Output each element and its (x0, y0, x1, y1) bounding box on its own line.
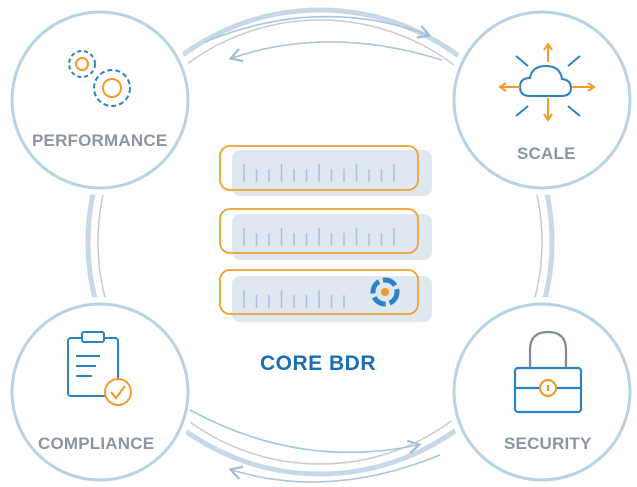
bdr-logo-icon (370, 277, 400, 307)
outer-ring (85, 7, 555, 477)
arrow-bottom-left (228, 454, 441, 483)
security-node (452, 302, 632, 482)
arrow-top-left (228, 41, 443, 63)
arrow-bottom-right (189, 409, 422, 455)
compliance-node (10, 302, 190, 482)
inner-ring (97, 19, 543, 465)
performance-node (10, 10, 190, 190)
performance-label: PERFORMANCE (32, 131, 168, 150)
scale-label: SCALE (517, 144, 576, 163)
scale-node (452, 10, 632, 190)
cloud-arrows-icon (498, 42, 596, 122)
server-unit-2 (219, 208, 432, 260)
server-unit-3 (219, 269, 432, 322)
padlock-icon (513, 330, 583, 414)
arrow-top-right (204, 15, 432, 43)
security-label: SECURITY (504, 434, 592, 453)
center-title: CORE BDR (259, 352, 376, 375)
server-unit-1 (219, 145, 432, 196)
gears-icon (68, 50, 131, 107)
clipboard-check-icon (67, 331, 132, 406)
server-stack (219, 145, 432, 322)
compliance-label: COMPLIANCE (38, 434, 155, 453)
